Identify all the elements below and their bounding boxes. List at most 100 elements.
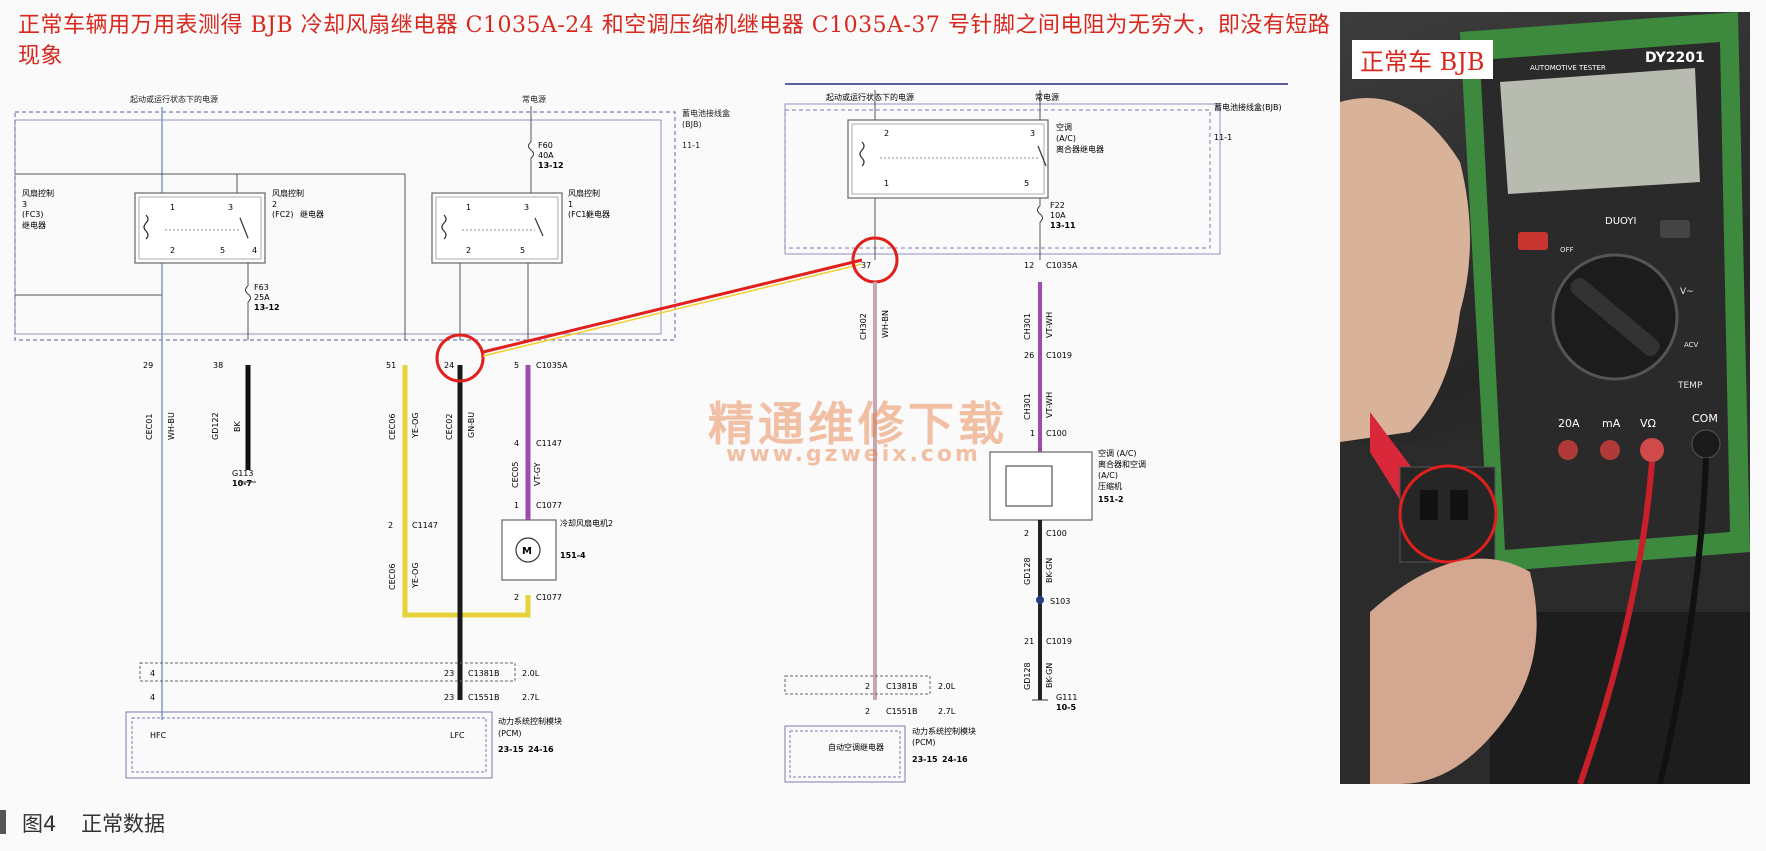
- wire-ch301b-color: VT-WH: [1045, 392, 1054, 418]
- motor-symbol: M: [522, 546, 532, 557]
- compressor-title: 空调 (A/C): [1098, 448, 1137, 458]
- motor-title: 冷却风扇电机2: [560, 518, 613, 528]
- power-constant-label-left: 常电源: [522, 94, 546, 104]
- compressor-ref: 151-2: [1098, 495, 1124, 504]
- fc1-num: 1: [568, 200, 573, 209]
- wire-cec06-yellow-2: [460, 595, 531, 618]
- bjb-ref-right: 11-1: [1214, 133, 1232, 142]
- dial-acv: ACV: [1684, 341, 1699, 349]
- port-ma-label: mA: [1602, 417, 1621, 430]
- power-run-label-left: 起动或运行状态下的电源: [130, 94, 218, 104]
- compressor-box: [989, 451, 1093, 521]
- motor-ref: 151-4: [560, 551, 586, 560]
- wire-cec06b-circuit: CEC06: [388, 564, 397, 590]
- pcm-hfc: HFC: [150, 731, 167, 740]
- c1381b-box-left: [139, 662, 516, 682]
- pin-38: 38: [213, 361, 223, 370]
- dial-knob-icon: [1570, 278, 1660, 356]
- pin-37: 37: [861, 261, 871, 270]
- wire-gd128-color: BK-GN: [1045, 558, 1054, 583]
- wire-cec01-circuit: CEC01: [145, 414, 154, 440]
- c1381b-pin-23: 23: [444, 669, 454, 678]
- wire-ch301-circuit: CH301: [1023, 313, 1032, 340]
- fc1-pin3: 3: [524, 203, 529, 212]
- c1019-label-top: C1019: [1046, 351, 1072, 360]
- socket-pin-icon: [1420, 490, 1438, 520]
- c1147-pin-2: 2: [388, 521, 393, 530]
- f60-ref: 13-12: [538, 161, 564, 170]
- c100-pin-2: 2: [1024, 529, 1029, 538]
- wire-cec06-yellow: [402, 365, 460, 618]
- bjb-sub-left: (BJB): [682, 120, 702, 129]
- pcm-box-right: [784, 725, 906, 783]
- c1551b-label-left: C1551B: [468, 693, 499, 702]
- meter-brand: DY2201: [1645, 50, 1705, 66]
- pcm-box-left: [125, 711, 493, 779]
- pcm-label-right: 自动空调继电器: [828, 742, 884, 752]
- relay-ac-coil-icon: [859, 141, 865, 167]
- fuse-f60-icon: [528, 141, 534, 159]
- dial-temp: TEMP: [1677, 381, 1703, 391]
- c1551b-label-right: C1551B: [886, 707, 917, 716]
- pcm-sub-left: (PCM): [498, 729, 522, 738]
- relay-ac-box: [847, 119, 1049, 199]
- fc2-pin5: 5: [220, 246, 225, 255]
- wire-ch301-color: VT-WH: [1045, 312, 1054, 338]
- highlight-socket: [1398, 464, 1498, 564]
- hand-top: [1340, 98, 1470, 442]
- c1077-pin-2: 2: [514, 593, 519, 602]
- relay-ac-inner: [851, 123, 1045, 195]
- ac-pin1: 1: [884, 179, 889, 188]
- port-ma[interactable]: [1600, 440, 1620, 460]
- wire-gd122-circuit: GD122: [211, 412, 220, 440]
- c1147-pin-4: 4: [514, 439, 519, 448]
- port-20a[interactable]: [1558, 440, 1578, 460]
- meter-light-button[interactable]: [1660, 220, 1690, 238]
- c1551b-engine-left: 2.7L: [522, 693, 540, 702]
- c1381b-engine-right: 2.0L: [938, 682, 956, 691]
- pcm-lfc: LFC: [450, 731, 465, 740]
- wiring-diagram: 蓄电池接线盒 (BJB) 11-1 起动或运行状态下的电源 常电源 1 3 2 …: [14, 83, 1288, 783]
- bjb-ref-left: 11-1: [682, 141, 700, 150]
- f63-rating: 25A: [254, 293, 270, 302]
- f60-name: F60: [538, 141, 553, 150]
- left-diagram: 蓄电池接线盒 (BJB) 11-1 起动或运行状态下的电源 常电源 1 3 2 …: [14, 94, 730, 779]
- fc2-type: 继电器: [300, 209, 324, 219]
- figure-number: 图4: [22, 812, 57, 836]
- fc3-num: 3: [22, 200, 27, 209]
- c1019-pin-21: 21: [1024, 637, 1034, 646]
- relay-fc1-coil-icon: [441, 214, 447, 240]
- c1551b-pin-4: 4: [150, 693, 155, 702]
- fc3-title: 风扇控制: [22, 188, 54, 198]
- c1019-pin-26: 26: [1024, 351, 1034, 360]
- port-com[interactable]: [1691, 429, 1721, 459]
- link-line-yellow: [482, 263, 863, 357]
- c1019-label-bottom: C1019: [1046, 637, 1072, 646]
- c1551b-pin-23: 23: [444, 693, 454, 702]
- wire-gd122-color: BK: [233, 421, 242, 432]
- power-constant-label-right: 常电源: [1035, 92, 1059, 102]
- g111-name: G111: [1056, 693, 1077, 702]
- wire-cec05-circuit: CEC05: [511, 462, 520, 488]
- g111-ref: 10-5: [1056, 703, 1076, 712]
- pcm-inner-right: [789, 730, 901, 778]
- wire-cec02-color: GN-BU: [467, 412, 476, 438]
- fuse-f63-icon: [245, 285, 251, 303]
- meter-hold-button[interactable]: [1518, 232, 1548, 250]
- fc2-pin4: 4: [252, 246, 257, 255]
- headline: 正常车辆用万用表测得 BJB 冷却风扇继电器 C1035A-24 和空调压缩机继…: [18, 13, 1331, 69]
- relay-fc1-box: [431, 192, 563, 264]
- pcm-title-right: 动力系统控制模块: [912, 726, 976, 736]
- fuse-f22-icon: [1037, 205, 1043, 223]
- meter-model: AUTOMOTIVE TESTER: [1530, 64, 1606, 72]
- pcm-inner-left: [131, 717, 487, 773]
- bjb-box-left: [14, 111, 676, 341]
- pin-12: 12: [1024, 261, 1034, 270]
- c1147-label-left: C1147: [412, 521, 438, 530]
- c1035a-label-right: C1035A: [1046, 261, 1078, 270]
- c1077-pin-1: 1: [514, 501, 519, 510]
- pcm-ref1-right: 23-15: [912, 755, 938, 764]
- port-vohm[interactable]: [1640, 438, 1664, 462]
- caption-bar: [0, 810, 6, 834]
- c100-pin-1: 1: [1030, 429, 1035, 438]
